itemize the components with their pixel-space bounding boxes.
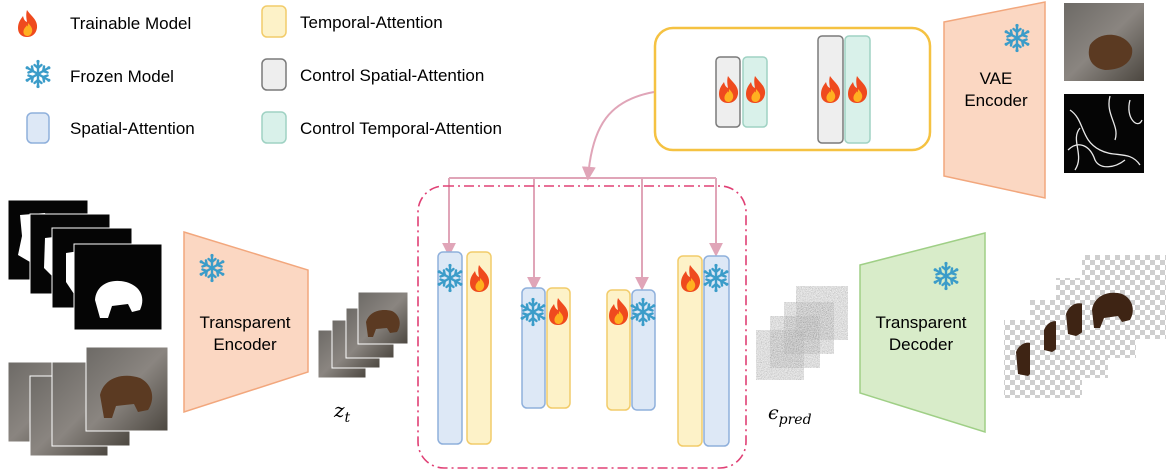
transparent-decoder-label-line1: Transparent: [875, 313, 966, 332]
legend-frozen-label: Frozen Model: [70, 67, 174, 86]
control-branch: [653, 26, 932, 152]
vae-encoder-label-line2: Encoder: [964, 91, 1028, 110]
alpha-mask-stack: [7, 199, 163, 331]
noise-pred-symbol: ϵpred: [768, 402, 812, 428]
noise-pred-symbol-sub: pred: [779, 412, 812, 428]
latent-symbol-main: z: [333, 398, 345, 422]
legend-temporal-label: Temporal-Attention: [300, 13, 443, 32]
control-branch-box: [653, 26, 932, 152]
output-rgba-stack: [1004, 255, 1166, 398]
bear-silhouette: [1088, 34, 1133, 70]
control-edge-frame: [1064, 94, 1144, 173]
legend: Trainable Model Frozen Model Spatial-Att…: [18, 5, 502, 144]
transparent-decoder: Transparent Decoder: [859, 232, 986, 434]
mask-shape: [95, 280, 143, 318]
legend-trainable-label: Trainable Model: [70, 14, 191, 33]
vae-encoder-shape: [943, 1, 1046, 199]
control-feed-arrow: [581, 91, 655, 181]
vae-encoder-label-line1: VAE: [980, 69, 1013, 88]
denoising-unet: [417, 185, 747, 469]
latent-stack: [317, 291, 409, 379]
legend-temporal-swatch: [261, 5, 287, 38]
bear-silhouette: [1092, 292, 1133, 328]
vae-encoder: VAE Encoder: [943, 1, 1046, 199]
unet-border: [417, 185, 747, 469]
legend-spatial-swatch: [26, 112, 50, 144]
legend-control-temporal-label: Control Temporal-Attention: [300, 119, 502, 138]
noise-prediction-stack: [755, 285, 849, 381]
noise-frame: [795, 285, 849, 341]
transparent-encoder-label-line1: Transparent: [199, 313, 290, 332]
flame-icon: [18, 10, 38, 37]
transparent-encoder: Transparent Encoder: [183, 230, 309, 414]
rgb-frame-stack: [7, 346, 169, 457]
transparent-encoder-label-line2: Encoder: [213, 335, 277, 354]
temporal-attention-block: [466, 251, 492, 445]
transparent-decoder-shape: [859, 232, 986, 434]
latent-symbol: zt: [333, 398, 351, 426]
bear-silhouette: [100, 375, 153, 418]
legend-control-spatial-label: Control Spatial-Attention: [300, 66, 484, 85]
snowflake-icon: [24, 60, 52, 88]
legend-control-temporal-swatch: [261, 111, 287, 144]
transparent-decoder-label-line2: Decoder: [889, 335, 954, 354]
legend-control-spatial-swatch: [261, 58, 287, 91]
legend-spatial-label: Spatial-Attention: [70, 119, 195, 138]
control-input-images: [1064, 3, 1144, 173]
temporal-attention-block: [677, 255, 703, 447]
bear-silhouette: [366, 310, 400, 337]
latent-symbol-sub: t: [345, 410, 351, 426]
control-injection-arrows: [442, 91, 723, 291]
noise-pred-symbol-main: ϵ: [768, 402, 779, 424]
spatial-attention-block: [437, 251, 463, 445]
spatial-attention-block: [703, 255, 730, 447]
edge-lines: [1067, 95, 1143, 171]
